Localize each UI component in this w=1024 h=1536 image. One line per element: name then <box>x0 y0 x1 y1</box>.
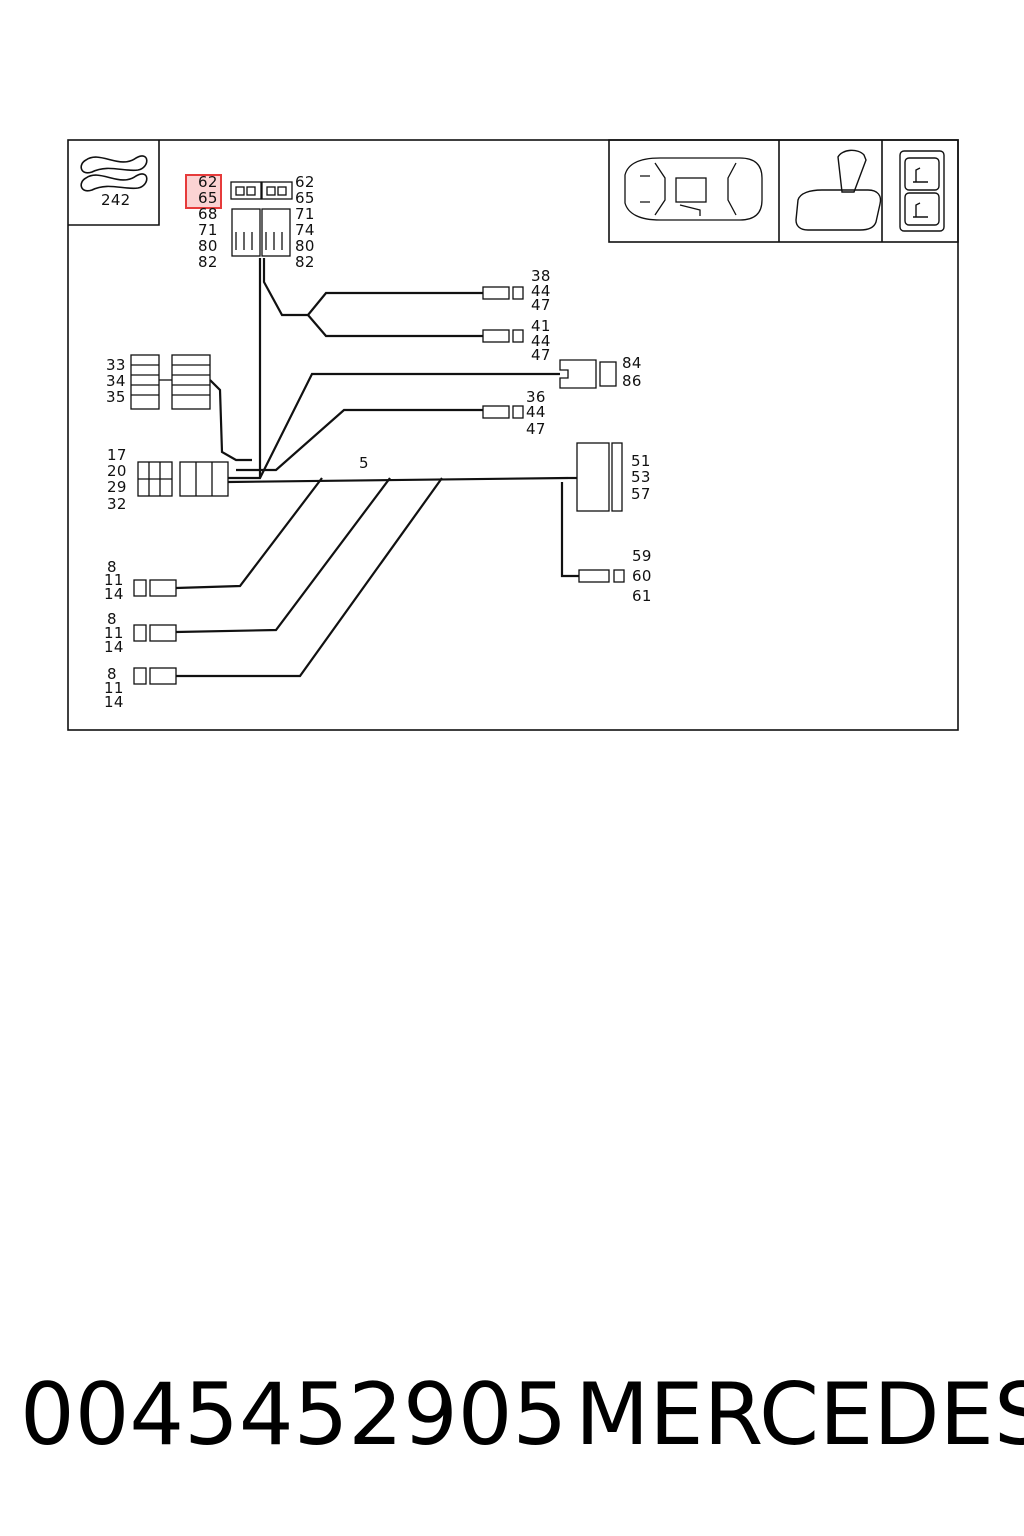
top-right-code-2: 65 <box>295 189 315 207</box>
top-right-code-5: 80 <box>295 237 315 255</box>
brand-name: MERCEDES <box>575 1365 1024 1465</box>
top-left-code-3: 68 <box>198 205 218 223</box>
top-left-code-2: 65 <box>198 189 218 207</box>
plug-right-code-2: 86 <box>622 372 642 390</box>
highlight-box <box>185 174 222 209</box>
sensor-a-code-1: 38 <box>531 267 551 285</box>
top-left-code-1: 62 <box>198 173 218 191</box>
top-connector-pair <box>230 181 293 257</box>
top-left-code-6: 82 <box>198 253 218 271</box>
thumbnail-strip <box>608 139 959 243</box>
sensor-c-code-3: 47 <box>526 420 546 438</box>
top-left-code-5: 80 <box>198 237 218 255</box>
main-connector <box>137 461 229 497</box>
seat-switch-icon <box>899 150 945 232</box>
big-connector-code-3: 57 <box>631 485 651 503</box>
sensor-c-code-1: 36 <box>526 388 546 406</box>
main-connector-code-4: 32 <box>107 495 127 513</box>
left-block-code-2: 34 <box>106 372 126 390</box>
branch-3-code-1: 8 <box>107 665 117 683</box>
footer: 004545290​5 MERCEDES <box>0 1360 1024 1480</box>
wire-harness <box>175 258 579 678</box>
left-block-code-3: 35 <box>106 388 126 406</box>
sensor-b-code-3: 47 <box>531 346 551 364</box>
sensor-c-code-2: 44 <box>526 403 546 421</box>
car-top-view-icon <box>624 157 763 221</box>
top-right-code-1: 62 <box>295 173 315 191</box>
wiring-diagram-drawing <box>67 139 959 731</box>
part-number: 004545290​5 <box>20 1365 568 1465</box>
main-connector-code-2: 20 <box>107 462 127 480</box>
sensor-b-code-1: 41 <box>531 317 551 335</box>
left-multipin-block <box>130 354 211 410</box>
small-plug-code-3: 61 <box>632 587 652 605</box>
top-right-code-6: 82 <box>295 253 315 271</box>
big-connector-code-2: 53 <box>631 468 651 486</box>
category-ref: 242 <box>101 191 131 209</box>
branch-1-code-1: 8 <box>107 558 117 576</box>
diagram-frame <box>67 139 959 731</box>
small-plug-code-2: 60 <box>632 567 652 585</box>
branch-1-code-2: 11 <box>104 571 124 589</box>
branch-3-code-3: 14 <box>104 693 124 711</box>
sensor-a-code-2: 44 <box>531 282 551 300</box>
branch-2-code-3: 14 <box>104 638 124 656</box>
wire-bundle-icon <box>80 155 148 192</box>
branch-1-code-3: 14 <box>104 585 124 603</box>
branch-2-code-1: 8 <box>107 610 117 628</box>
sensor-connectors <box>133 286 625 685</box>
category-box <box>68 140 160 226</box>
wiring-diagram: 242 62 65 68 71 80 82 62 65 71 74 80 82 … <box>0 0 1024 760</box>
sensor-b-code-2: 44 <box>531 332 551 350</box>
plug-right-code-1: 84 <box>622 354 642 372</box>
big-connector-code-1: 51 <box>631 452 651 470</box>
sensor-a-code-3: 47 <box>531 296 551 314</box>
top-right-code-3: 71 <box>295 205 315 223</box>
main-connector-code-3: 29 <box>107 478 127 496</box>
seat-icon <box>795 149 882 231</box>
top-right-code-4: 74 <box>295 221 315 239</box>
left-block-code-1: 33 <box>106 356 126 374</box>
branch-2-code-2: 11 <box>104 624 124 642</box>
harness-ref: 5 <box>359 454 369 472</box>
main-connector-code-1: 17 <box>107 446 127 464</box>
small-plug-code-1: 59 <box>632 547 652 565</box>
branch-3-code-2: 11 <box>104 679 124 697</box>
top-left-code-4: 71 <box>198 221 218 239</box>
